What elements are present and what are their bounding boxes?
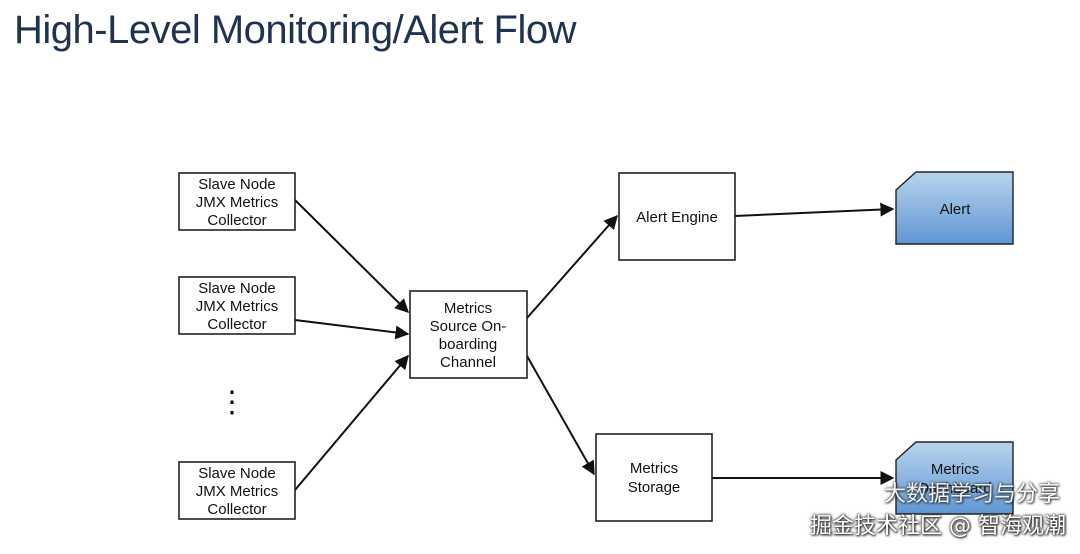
node-collector-1: Slave Node JMX Metrics Collector	[178, 172, 296, 231]
more-collectors-ellipsis: ⋮	[217, 386, 247, 419]
node-collector-3: Slave Node JMX Metrics Collector	[178, 461, 296, 520]
node-label-line: Slave Node	[198, 176, 276, 193]
node-metrics-storage: Metrics Storage	[595, 433, 713, 522]
node-onboarding-channel: Metrics Source On- boarding Channel	[409, 290, 528, 379]
edge-channel-to-storage	[526, 355, 595, 476]
edge-channel-to-alert-engine	[526, 214, 618, 319]
node-collector-2: Slave Node JMX Metrics Collector	[178, 276, 296, 335]
node-label-line: JMX Metrics	[196, 194, 279, 211]
node-label-line: Dashboard	[918, 480, 991, 497]
node-label-line: Metrics	[931, 461, 979, 478]
node-label-line: Slave Node	[198, 465, 276, 482]
node-label-line: Alert	[940, 201, 972, 218]
node-alert-engine: Alert Engine	[618, 172, 736, 261]
node-label-line: Collector	[207, 316, 266, 333]
edge-collector2-to-channel	[294, 319, 410, 340]
watermark-line-2: 掘金技术社区 @ 智海观潮	[810, 514, 1066, 539]
node-label-line: Channel	[440, 354, 496, 371]
node-label-line: Source On-	[430, 318, 507, 335]
watermark: 大数据学习与分享 掘金技术社区 @ 智海观潮	[810, 476, 1066, 540]
edge-collector1-to-channel	[294, 199, 409, 313]
node-label-line: boarding	[439, 336, 497, 353]
node-metrics-dashboard: Metrics Dashboard	[895, 441, 1014, 515]
node-alert: Alert	[895, 171, 1014, 245]
node-label-line: Storage	[628, 479, 681, 496]
page-title: High-Level Monitoring/Alert Flow	[14, 8, 577, 52]
node-label-line: JMX Metrics	[196, 298, 279, 315]
node-label-line: Metrics	[444, 300, 492, 317]
node-label-line: Collector	[207, 501, 266, 518]
node-label-line: JMX Metrics	[196, 483, 279, 500]
node-label-line: Alert Engine	[636, 209, 718, 226]
node-label-line: Slave Node	[198, 280, 276, 297]
edge-collector3-to-channel	[294, 354, 409, 491]
edge-alert-engine-to-alert	[734, 202, 895, 217]
watermark-line-1: 大数据学习与分享	[883, 482, 1060, 507]
node-label-line: Collector	[207, 212, 266, 229]
node-label-line: Metrics	[630, 460, 678, 477]
